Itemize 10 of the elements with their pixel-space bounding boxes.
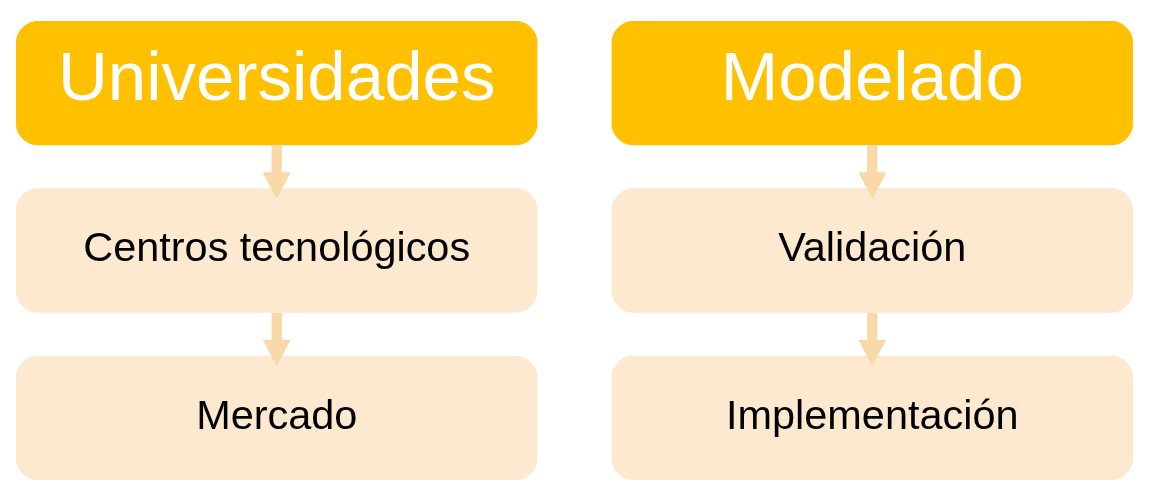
node-box: Mercado [16,355,538,480]
node-box: Implementación [611,355,1133,480]
arrow [858,144,887,199]
node-box: Universidades [16,20,538,145]
arrow [262,144,291,199]
node-box: Centros tecnológicos [16,187,538,313]
node-box: Modelado [611,20,1133,145]
arrow [262,312,291,366]
node-box: Validación [611,187,1133,313]
arrow [858,312,887,366]
